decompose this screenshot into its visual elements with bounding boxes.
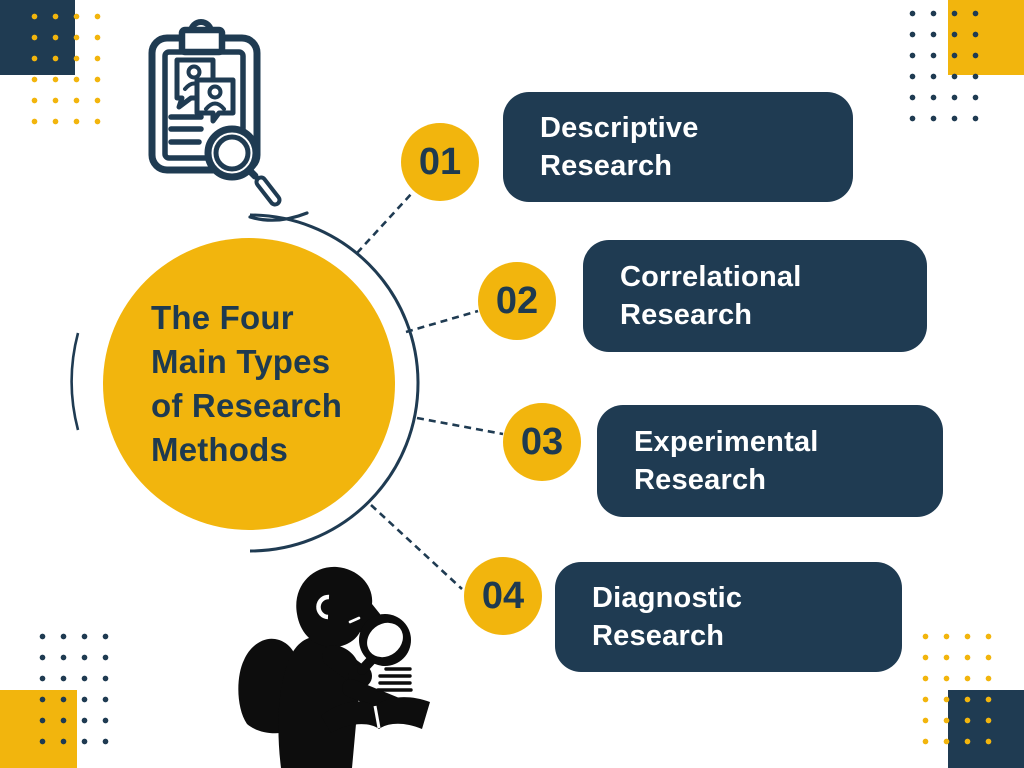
page-title-line: Methods — [151, 431, 289, 468]
number-label: 03 — [520, 420, 564, 463]
research-type-label: Diagnostic Research — [592, 582, 743, 652]
dashed-connector-3 — [416, 416, 504, 436]
number-badge-04: 04 — [464, 557, 542, 635]
research-type-box-diagnostic: Diagnostic Research — [555, 562, 902, 672]
research-type-box-correlational: Correlational Research — [583, 240, 927, 352]
page-title-line: The Four — [151, 299, 294, 336]
dashed-connector-2 — [405, 309, 479, 334]
research-type-label: Descriptive Research — [540, 112, 699, 182]
dashed-connector-1 — [356, 191, 414, 254]
dot-grid-bottom-right — [915, 626, 999, 752]
central-title-circle: The Four Main Types of Research Methods — [103, 238, 395, 530]
number-label: 02 — [495, 279, 539, 322]
research-type-box-experimental: Experimental Research — [597, 405, 943, 517]
number-badge-03: 03 — [503, 403, 581, 481]
dot-grid-bottom-left — [32, 626, 116, 752]
research-type-label: Correlational Research — [620, 261, 802, 331]
number-badge-02: 02 — [478, 262, 556, 340]
number-label: 04 — [481, 574, 525, 617]
page-title-line: of Research — [151, 387, 343, 424]
boy-reading-with-magnifier-icon — [238, 566, 430, 768]
research-type-box-descriptive: Descriptive Research — [503, 92, 853, 202]
number-badge-01: 01 — [401, 123, 479, 201]
page-title-line: Main Types — [151, 343, 331, 380]
dot-grid-top-right — [902, 3, 986, 129]
number-label: 01 — [418, 140, 462, 183]
clipboard-with-magnifier-icon — [148, 19, 309, 222]
dot-grid-top-left — [24, 6, 108, 132]
research-type-label: Experimental Research — [634, 426, 819, 496]
small-arc-left — [70, 332, 80, 431]
